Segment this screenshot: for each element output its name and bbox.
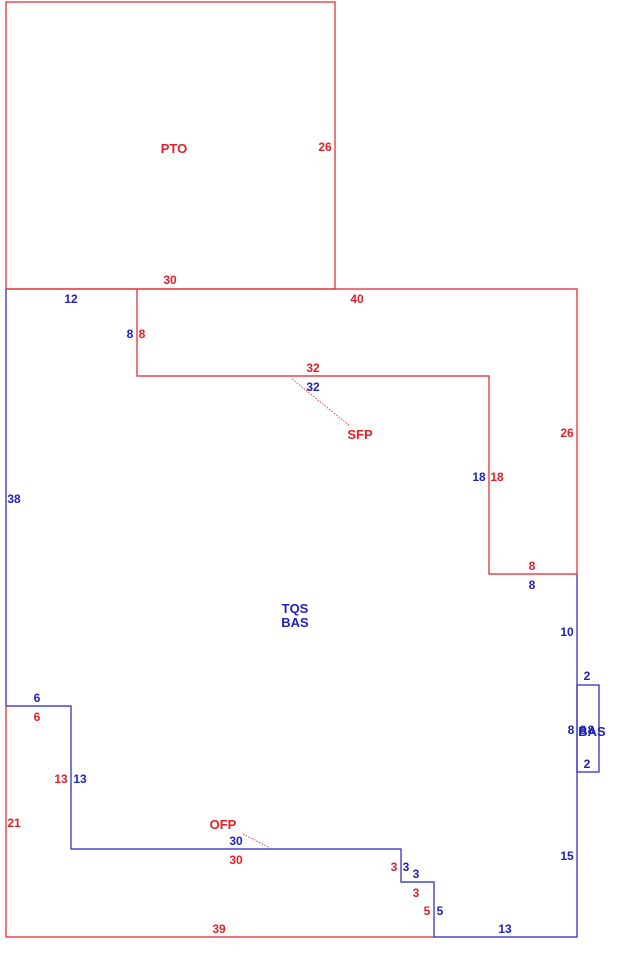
area-label-bas-small: BAS [578,724,606,739]
dim-bottom-39: 39 [212,922,226,936]
dim-right-15: 15 [560,849,574,863]
dim-sfp-32-red: 32 [306,361,320,375]
dim-ofp-30-red: 30 [229,853,243,867]
dim-notch-8-blue: 8 [529,578,536,592]
dim-step-5-blue: 5 [437,904,444,918]
ofp-outline [5,706,434,938]
dim-bump-2-top: 2 [584,669,591,683]
sfp-outline [136,288,578,575]
dim-ofp-6-blue: 6 [34,691,41,705]
area-label-bas: BAS [281,615,309,630]
dim-bump-8-inner-a: 8 [580,723,587,737]
dim-ofp-30-blue: 30 [229,834,243,848]
dim-step-3-blue-b: 3 [413,867,420,881]
dim-bump-2-bottom: 2 [584,757,591,771]
sfp-leader [291,378,351,427]
dim-step-8-blue: 8 [127,327,134,341]
area-label-sfp: SFP [347,427,373,442]
ofp-leader [242,833,271,849]
area-label-ofp: OFP [210,817,237,832]
dim-bottom-13: 13 [498,922,512,936]
dim-bump-8: 8 [568,723,575,737]
dim-bump-8-inner-b: 8 [588,723,595,737]
dim-step-5-red: 5 [424,904,431,918]
dim-step-3-red-b: 3 [413,886,420,900]
dim-ofp-6-red: 6 [34,710,41,724]
dim-notch-18-red: 18 [490,470,504,484]
dim-step-3-red-a: 3 [391,860,398,874]
dim-ofp-13-red: 13 [54,772,68,786]
dim-pto-26: 26 [318,140,332,154]
dim-notch-8-red: 8 [529,559,536,573]
area-label-pto: PTO [161,141,188,156]
dim-notch-18-blue: 18 [472,470,486,484]
area-label-tqs: TQS [282,601,309,616]
bas-bump-outline [576,684,600,773]
dim-ofp-13-blue: 13 [73,772,87,786]
dim-right-26: 26 [560,426,574,440]
bas-outline [5,289,578,938]
dim-sfp-32-blue: 32 [306,380,320,394]
dim-step-8-red: 8 [139,327,146,341]
dim-right-10: 10 [560,625,574,639]
dim-left-21: 21 [7,816,21,830]
dim-pto-30: 30 [163,273,177,287]
dim-top-12: 12 [64,292,78,306]
dim-left-38: 38 [7,492,21,506]
dim-step-3-blue-a: 3 [403,860,410,874]
dim-top-40: 40 [350,292,364,306]
